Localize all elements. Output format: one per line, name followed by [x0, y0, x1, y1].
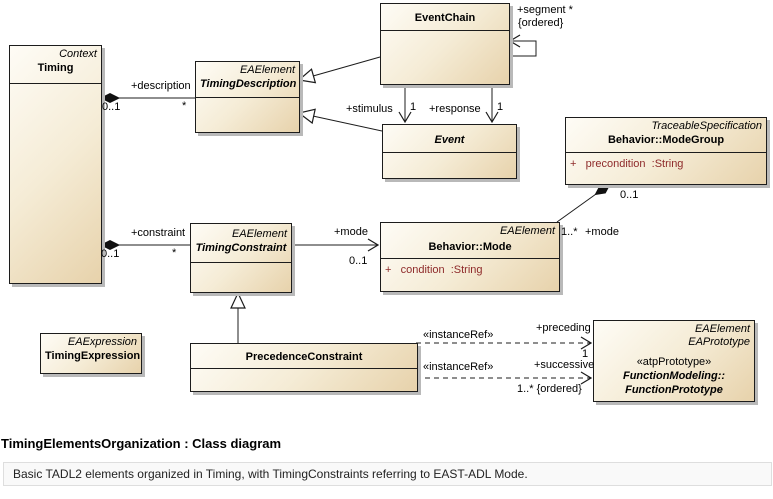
class-precedenceconstraint[interactable]: PrecedenceConstraint: [190, 343, 418, 392]
class-timingdescription-header: EAElement TimingDescription: [196, 62, 299, 98]
class-name-line2: FunctionPrototype: [625, 384, 723, 396]
class-name: TimingDescription: [200, 78, 297, 90]
multiplicity-label: 0..1: [102, 101, 121, 113]
stereotype-label: EAElement: [694, 323, 750, 335]
class-timing[interactable]: Context Timing: [9, 45, 102, 284]
class-name: Behavior::Mode: [428, 241, 512, 253]
multiplicity-label: 0..1: [101, 248, 120, 260]
multiplicity-label: *: [172, 247, 177, 259]
class-modegroup-header: TraceableSpecification Behavior::ModeGro…: [566, 118, 766, 153]
multiplicity-label: 1: [582, 348, 589, 360]
role-label-modegroup-mode: +mode: [585, 226, 619, 238]
class-mode-header: EAElement Behavior::Mode: [381, 223, 559, 259]
multiplicity-label: 1..*: [561, 226, 578, 238]
class-name: TimingConstraint: [195, 242, 287, 254]
stereotype-label: Context: [59, 48, 97, 60]
class-name: Event: [434, 134, 465, 146]
class-name: TimingExpression: [45, 350, 141, 362]
class-mode[interactable]: EAElement Behavior::Mode + condition :St…: [380, 222, 560, 292]
multiplicity-label: *: [182, 100, 187, 112]
stereotype-label: EAPrototype: [688, 336, 750, 348]
class-timingexpression[interactable]: EAExpression TimingExpression: [40, 333, 142, 374]
stereotype-label: EAElement: [499, 225, 555, 237]
class-precedenceconstraint-header: PrecedenceConstraint: [191, 344, 417, 369]
class-eventchain-header: EventChain: [381, 4, 509, 31]
class-timing-header: Context Timing: [10, 46, 101, 84]
role-label-mode: +mode: [334, 226, 368, 238]
diagram-note-text: Basic TADL2 elements organized in Timing…: [13, 467, 528, 481]
class-event[interactable]: Event: [382, 124, 517, 179]
role-label-segment: +segment *: [517, 4, 573, 16]
stereotype-atpprototype: «atpPrototype»: [636, 356, 712, 368]
stereotype-label-instanceref: «instanceRef»: [423, 361, 494, 373]
multiplicity-label: 1: [497, 101, 504, 113]
class-eventchain[interactable]: EventChain: [380, 3, 510, 85]
role-label-description: +description: [131, 80, 191, 92]
stereotype-label: TraceableSpecification: [651, 120, 762, 132]
multiplicity-label: 0..1: [620, 189, 639, 201]
stereotype-label: EAElement: [231, 228, 287, 240]
class-name: Behavior::ModeGroup: [607, 134, 725, 146]
role-label-response: +response: [429, 103, 481, 115]
constraint-label-ordered: {ordered}: [518, 17, 564, 29]
diagram-title: TimingElementsOrganization : Class diagr…: [1, 436, 282, 451]
class-name: PrecedenceConstraint: [245, 351, 363, 363]
class-timingconstraint[interactable]: EAElement TimingConstraint: [190, 223, 292, 293]
stereotype-label: EAExpression: [67, 336, 137, 348]
attribute-precondition: + precondition :String: [570, 158, 684, 170]
role-label-stimulus: +stimulus: [346, 103, 393, 115]
class-timingconstraint-header: EAElement TimingConstraint: [191, 224, 291, 263]
role-label-successive: +successive: [534, 359, 595, 371]
class-event-header: Event: [383, 125, 516, 153]
class-modegroup[interactable]: TraceableSpecification Behavior::ModeGro…: [565, 117, 767, 185]
class-timingexpression-header: EAExpression TimingExpression: [41, 334, 141, 363]
attribute-condition: + condition :String: [385, 264, 483, 276]
diagram-note: Basic TADL2 elements organized in Timing…: [3, 462, 772, 486]
multiplicity-label: 1: [410, 101, 417, 113]
role-label-constraint: +constraint: [131, 227, 186, 239]
association-eventchain-segment-self[interactable]: [508, 41, 537, 57]
class-name-line1: FunctionModeling::: [622, 370, 726, 382]
class-name: EventChain: [414, 12, 476, 24]
stereotype-label: EAElement: [239, 64, 295, 76]
multiplicity-label: 1..* {ordered}: [517, 383, 582, 395]
stereotype-label-instanceref: «instanceRef»: [423, 329, 494, 341]
class-functionprototype[interactable]: EAElement EAPrototype «atpPrototype» Fun…: [593, 320, 755, 402]
composition-modegroup-mode[interactable]: [556, 184, 610, 223]
class-name: Timing: [37, 62, 74, 74]
class-functionprototype-header: EAElement EAPrototype «atpPrototype» Fun…: [594, 321, 754, 397]
generalization-event-timingdescription[interactable]: [297, 108, 383, 132]
multiplicity-label: 0..1: [349, 255, 368, 267]
generalization-eventchain-timingdescription[interactable]: [297, 56, 381, 84]
class-timingdescription[interactable]: EAElement TimingDescription: [195, 61, 300, 133]
role-label-preceding: +preceding: [536, 322, 591, 334]
